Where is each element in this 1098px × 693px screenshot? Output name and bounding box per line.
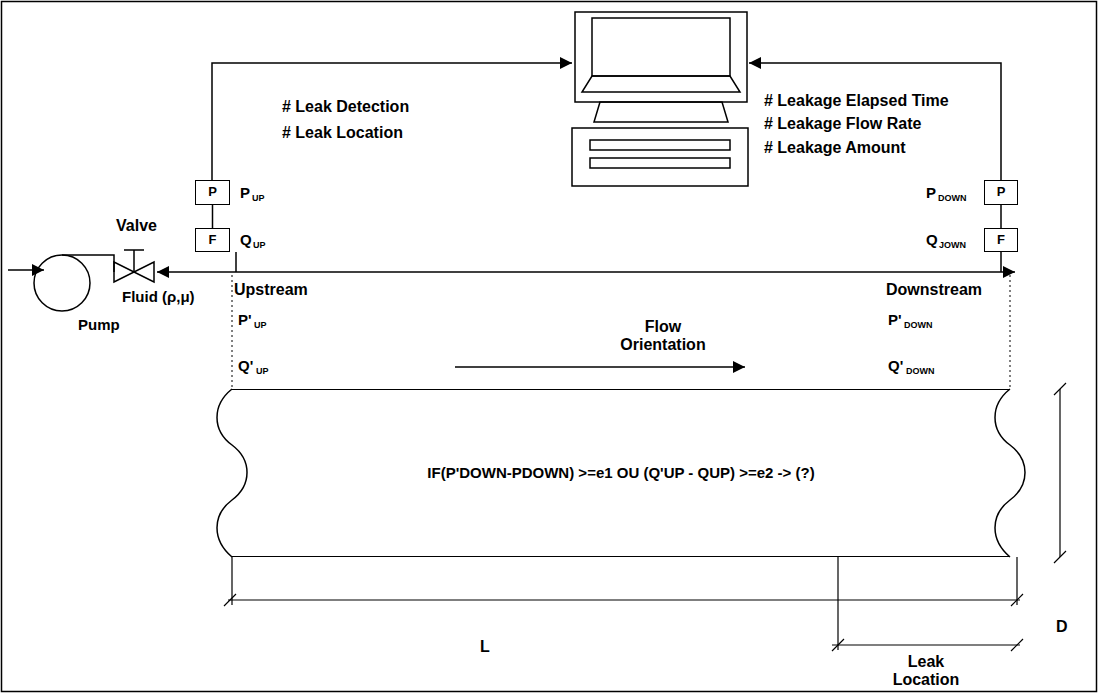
pump-symbol (8, 255, 114, 311)
signal-name: P' (888, 311, 902, 328)
signal-note: # Leakage Flow Rate (764, 115, 921, 133)
computer-icon (594, 102, 728, 122)
flow-meter: F (195, 228, 230, 252)
dimension-label: D (1056, 618, 1068, 636)
pipe-end (217, 389, 1025, 557)
signal-subscript: UP (256, 366, 269, 376)
part-name: Upstream (234, 281, 308, 299)
node-text: P (208, 185, 217, 200)
computer-icon (590, 140, 730, 150)
signal-subscript: UP (252, 193, 265, 203)
dimension-line (224, 383, 1066, 651)
pipe-end (995, 389, 1025, 557)
extension-line (232, 275, 233, 389)
pump-symbol (8, 269, 44, 271)
valve-symbol (114, 250, 154, 282)
dimension-line (228, 599, 1020, 600)
computer-icon (572, 12, 748, 186)
part-name: Fluid (ρ,μ) (122, 288, 195, 305)
signal-subscript: DOWN (906, 366, 935, 376)
dimension-line (1059, 389, 1060, 557)
pump-symbol (34, 255, 90, 311)
dimension-line (224, 594, 1023, 606)
pressure-sensor: P (195, 180, 230, 205)
pump-symbol (62, 255, 114, 272)
node-text: F (209, 233, 217, 248)
dimension-label: Leak Location (876, 653, 976, 690)
flow-arrow (455, 366, 745, 368)
dimension-line (832, 639, 1023, 651)
signal-name: Q' (238, 357, 253, 374)
extension-line (1010, 275, 1011, 389)
signal-subscript: DOWN (938, 193, 967, 203)
signal-note: # Leak Detection (282, 98, 409, 116)
signal-note: # Leak Location (282, 124, 403, 142)
part-name: Valve (116, 217, 157, 235)
computer-icon (592, 18, 730, 76)
signal-name: Q' (888, 357, 903, 374)
signal-line (749, 63, 1001, 180)
part-name: Downstream (886, 281, 982, 299)
signal-name: P' (238, 311, 252, 328)
pipe-end (217, 389, 247, 557)
signal-subscript: DOWN (904, 320, 933, 330)
sensor-link (212, 205, 214, 228)
dimension-line (832, 644, 1020, 645)
dimension-line (1054, 383, 1066, 563)
signal-line (212, 63, 572, 180)
dimension-line (837, 557, 838, 650)
flow-arrow (455, 366, 745, 368)
computer-icon (590, 158, 730, 168)
node-text: P (997, 185, 1006, 200)
computer-icon (575, 12, 747, 102)
signal-subscript: JOWN (939, 240, 966, 250)
part-name: Pump (78, 316, 120, 333)
signal-note: # Leakage Elapsed Time (764, 92, 949, 110)
flow-meter: F (984, 228, 1018, 252)
dimension-label: L (480, 638, 490, 656)
dimension-line (232, 557, 1017, 605)
signal-name: P (240, 184, 250, 201)
signal-name: Q (926, 231, 938, 248)
main-line (1000, 252, 1002, 272)
valve-symbol (124, 250, 144, 272)
sensor-link (1000, 205, 1002, 228)
main-line (235, 252, 237, 272)
node-text: F (997, 233, 1005, 248)
main-line (157, 271, 1015, 273)
signal-subscript: UP (253, 240, 266, 250)
pressure-sensor: P (984, 180, 1018, 205)
signal-line (212, 63, 1001, 180)
signal-subscript: UP (254, 320, 267, 330)
computer-icon (582, 76, 740, 92)
signal-name: Q (240, 231, 252, 248)
pipe-body: IF(P'DOWN-PDOWN) >=e1 OU (Q'UP - QUP) >=… (232, 389, 1010, 557)
main-line (157, 252, 1015, 272)
flow-label: Flow Orientation (603, 318, 723, 355)
signal-name: P (926, 184, 936, 201)
computer-icon (572, 128, 748, 186)
signal-note: # Leakage Amount (764, 139, 906, 157)
node-text: IF(P'DOWN-PDOWN) >=e1 OU (Q'UP - QUP) >=… (427, 464, 814, 481)
extension-line (232, 275, 1010, 389)
